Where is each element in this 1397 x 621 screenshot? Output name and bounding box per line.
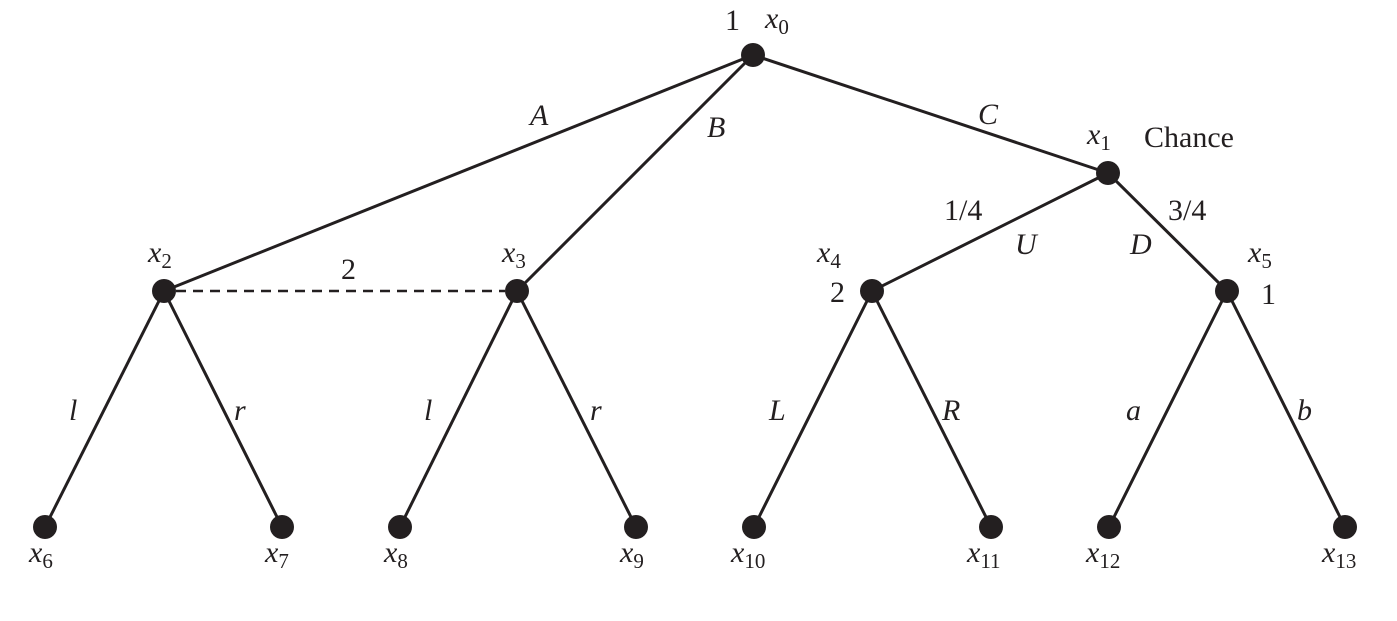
edge-labels: A B C 1/4 U D 3/4 l r l r L R a b <box>69 98 1312 427</box>
edge-label-C: C <box>978 98 999 131</box>
label-x12: x12 <box>1085 536 1120 573</box>
edge-label-x3-r: r <box>590 394 602 427</box>
edge-label-R: R <box>941 394 960 427</box>
label-x11: x11 <box>966 536 1001 573</box>
nodes <box>33 43 1357 539</box>
node-x9 <box>624 515 648 539</box>
edge-b <box>1225 290 1347 528</box>
edge-label-x2-r: r <box>234 394 246 427</box>
node-x1 <box>1096 161 1120 185</box>
edge-label-a: a <box>1126 394 1141 427</box>
node-x6 <box>33 515 57 539</box>
node-x10 <box>742 515 766 539</box>
node-x13 <box>1333 515 1357 539</box>
edge-a <box>1107 290 1229 528</box>
player-x1: Chance <box>1144 121 1234 154</box>
node-x5 <box>1215 279 1239 303</box>
edge-label-x3-l: l <box>424 394 432 427</box>
edge-L <box>752 290 874 528</box>
edge-x2-r <box>162 290 284 528</box>
edge-D <box>1106 171 1229 293</box>
label-x2: x2 <box>147 236 172 273</box>
edge-label-B: B <box>707 111 725 144</box>
edge-x2-l <box>43 290 166 528</box>
label-x5: x5 <box>1247 236 1272 273</box>
node-x4 <box>860 279 884 303</box>
edge-B <box>515 53 755 293</box>
edge-x3-l <box>398 290 519 528</box>
edges <box>43 53 1347 528</box>
edge-label-A: A <box>528 99 549 132</box>
node-x0 <box>741 43 765 67</box>
player-x4: 2 <box>830 276 845 309</box>
edge-x3-r <box>515 290 638 528</box>
label-x1: x1 <box>1086 118 1111 155</box>
label-x3: x3 <box>501 236 526 273</box>
label-x10: x10 <box>730 536 765 573</box>
edge-A <box>163 53 754 293</box>
node-x12 <box>1097 515 1121 539</box>
node-x2 <box>152 279 176 303</box>
edge-label-x2-l: l <box>69 394 77 427</box>
label-x4: x4 <box>816 236 841 273</box>
node-x11 <box>979 515 1003 539</box>
player-x5: 1 <box>1261 278 1276 311</box>
edge-C <box>752 53 1109 175</box>
node-x3 <box>505 279 529 303</box>
label-x7: x7 <box>264 536 289 573</box>
edge-label-U: U <box>1015 228 1039 261</box>
label-x13: x13 <box>1321 536 1356 573</box>
edge-R <box>870 290 993 528</box>
prob-D: 3/4 <box>1168 194 1206 227</box>
edge-U <box>871 171 1109 293</box>
prob-U: 1/4 <box>944 194 982 227</box>
edge-label-D: D <box>1129 228 1152 261</box>
player-x0: 1 <box>725 4 740 37</box>
edge-label-b: b <box>1297 394 1312 427</box>
label-x8: x8 <box>383 536 408 573</box>
label-x6: x6 <box>28 536 53 573</box>
label-x0: x0 <box>764 2 789 39</box>
information-set-player: 2 <box>341 253 356 286</box>
label-x9: x9 <box>619 536 644 573</box>
node-x8 <box>388 515 412 539</box>
node-labels: x0 1 x1 Chance x2 x3 2 x4 2 x5 1 x6 x7 x… <box>28 2 1356 573</box>
node-x7 <box>270 515 294 539</box>
edge-label-L: L <box>768 394 786 427</box>
